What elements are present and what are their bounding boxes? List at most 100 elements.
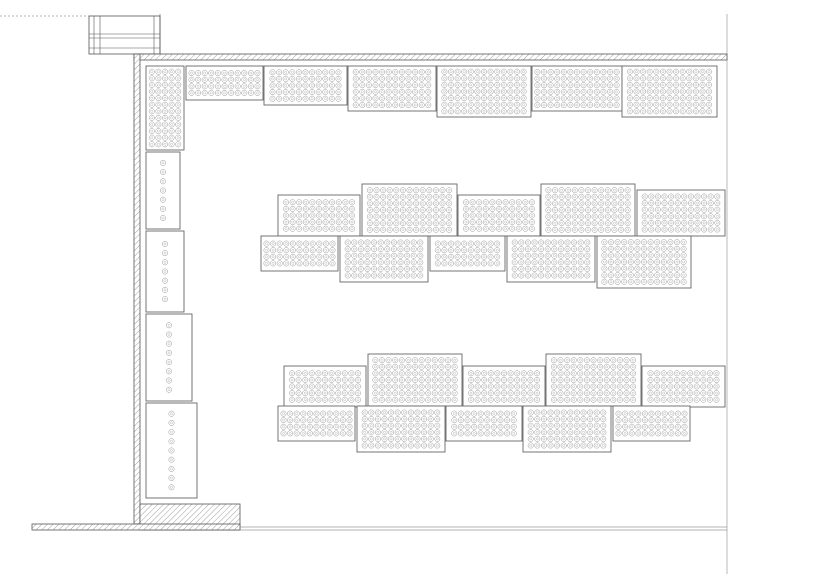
coil-icon: [168, 68, 175, 75]
coil-core-icon: [572, 391, 575, 395]
coil-core-icon: [476, 378, 479, 382]
coil-icon: [467, 260, 474, 267]
coil-core-icon: [405, 254, 409, 257]
coil-core-icon: [707, 77, 711, 80]
coil-icon: [641, 430, 648, 437]
coil-icon: [633, 95, 640, 102]
coil-core-icon: [403, 424, 406, 427]
coil-icon: [487, 75, 494, 82]
coil-core-icon: [317, 207, 321, 211]
coil-icon: [481, 260, 487, 267]
coil-core-icon: [629, 247, 633, 251]
coil-core-icon: [623, 412, 627, 415]
coil-core-icon: [555, 90, 559, 94]
coil-icon: [501, 383, 507, 390]
coil-core-icon: [580, 221, 583, 225]
coil-core-icon: [612, 378, 615, 382]
coil-rack: [531, 65, 623, 112]
coil-icon: [448, 260, 454, 267]
coil-icon: [547, 102, 554, 108]
coil-icon: [302, 75, 309, 82]
coil-icon: [418, 95, 425, 102]
coil-core-icon: [650, 228, 653, 231]
coil-icon: [577, 239, 584, 246]
coil-icon: [541, 88, 547, 95]
coil-core-icon: [429, 444, 432, 447]
coil-core-icon: [157, 103, 160, 106]
coil-core-icon: [421, 195, 424, 199]
coil-icon: [293, 410, 300, 417]
coil-core-icon: [502, 398, 506, 401]
coil-icon: [407, 409, 414, 416]
coil-core-icon: [502, 372, 506, 375]
coil-core-icon: [555, 97, 559, 100]
coil-core-icon: [310, 84, 314, 87]
coil-icon: [398, 69, 405, 75]
coil-icon: [673, 101, 680, 108]
coil-core-icon: [341, 418, 345, 422]
coil-icon: [654, 370, 661, 377]
coil-core-icon: [530, 201, 534, 204]
coil-core-icon: [515, 96, 519, 100]
coil-core-icon: [176, 110, 180, 113]
coil-icon: [591, 207, 598, 213]
coil-icon: [701, 213, 708, 220]
coil-icon: [425, 357, 432, 364]
coil-core-icon: [400, 398, 404, 402]
coil-core-icon: [374, 97, 377, 100]
coil-icon: [541, 69, 547, 75]
coil-core-icon: [618, 358, 622, 362]
coil-icon: [329, 253, 336, 260]
coil-icon: [604, 193, 611, 200]
coil-icon: [434, 416, 441, 423]
coil-core-icon: [196, 85, 200, 88]
coil-icon: [681, 417, 688, 424]
coil-icon: [540, 442, 547, 449]
coil-icon: [527, 383, 534, 390]
coil-icon: [247, 76, 254, 83]
coil-icon: [692, 101, 699, 108]
coil-rack: [145, 230, 185, 313]
coil-core-icon: [575, 77, 579, 80]
rack-outline: [531, 65, 623, 112]
coil-core-icon: [409, 437, 413, 441]
coil-icon: [564, 363, 571, 370]
coil-core-icon: [582, 77, 585, 80]
coil-icon: [322, 383, 328, 390]
coil-icon: [701, 200, 708, 207]
coil-core-icon: [553, 208, 557, 212]
coil-core-icon: [546, 267, 549, 271]
coil-icon: [571, 213, 578, 220]
coil-icon: [302, 69, 309, 76]
coil-core-icon: [565, 372, 569, 375]
coil-core-icon: [602, 97, 605, 100]
coil-icon: [487, 370, 494, 377]
coil-core-icon: [381, 188, 385, 192]
coil-icon: [476, 199, 483, 206]
coil-icon: [399, 220, 406, 227]
coil-core-icon: [395, 195, 398, 199]
coil-core-icon: [380, 83, 384, 87]
coil-icon: [616, 363, 623, 370]
coil-icon: [527, 429, 534, 436]
coil-core-icon: [462, 110, 466, 113]
coil-icon: [322, 370, 328, 377]
coil-icon: [693, 370, 700, 377]
coil-core-icon: [497, 201, 501, 204]
coil-icon: [296, 247, 303, 254]
coil-core-icon: [372, 274, 376, 277]
coil-core-icon: [683, 201, 686, 205]
coil-core-icon: [167, 324, 171, 327]
coil-icon: [551, 246, 558, 253]
coil-icon: [398, 357, 405, 364]
coil-core-icon: [606, 188, 610, 192]
coil-icon: [667, 239, 674, 246]
coil-icon: [693, 390, 700, 397]
coil-core-icon: [579, 254, 582, 257]
coil-core-icon: [555, 77, 559, 80]
coil-core-icon: [426, 391, 430, 395]
coil-core-icon: [290, 378, 294, 382]
coil-core-icon: [297, 227, 301, 230]
coil-core-icon: [433, 398, 437, 402]
coil-core-icon: [449, 103, 453, 106]
